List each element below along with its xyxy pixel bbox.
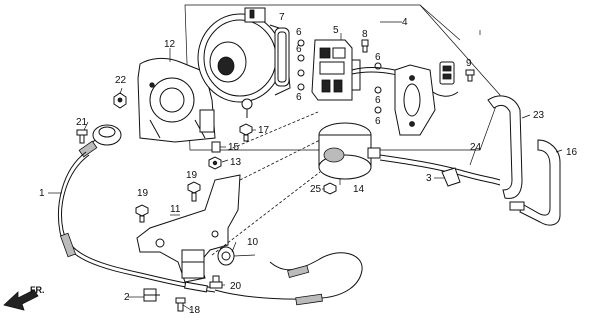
collar-15	[211, 141, 221, 153]
callout-11: 11	[170, 204, 181, 215]
grommet-10	[217, 246, 235, 266]
o-ring-6-column-right	[374, 62, 382, 114]
o-ring-6-column-left	[297, 39, 305, 91]
callout-1: 1	[39, 188, 45, 199]
callout-24: 24	[470, 142, 482, 153]
callout-25: 25	[310, 184, 322, 195]
callout-15: 15	[228, 142, 240, 153]
callout-10: 10	[247, 237, 259, 248]
callout-8: 8	[362, 29, 368, 40]
cable-actuator-diaphragm	[78, 124, 122, 158]
callout-7: 7	[279, 12, 285, 23]
screw-8	[361, 39, 369, 53]
callout-3: 3	[426, 173, 432, 184]
callout-6-a: 6	[296, 27, 302, 38]
callout-22: 22	[115, 75, 127, 86]
callout-17: 17	[258, 125, 270, 136]
bolt-25	[323, 182, 337, 195]
callout-4: 4	[402, 17, 408, 28]
callout-16: 16	[566, 147, 578, 158]
callout-5: 5	[333, 25, 339, 36]
vacuum-hose-16	[509, 139, 561, 226]
front-direction-label: FR.	[30, 285, 45, 295]
callout-2: 2	[124, 292, 130, 303]
nut-22	[113, 92, 127, 109]
vacuum-tank-14	[318, 122, 381, 180]
screw-9	[465, 69, 475, 82]
callout-6-f: 6	[375, 116, 381, 127]
callout-18: 18	[189, 305, 201, 316]
control-cable-1	[57, 151, 363, 306]
vacuum-hose-23	[487, 95, 523, 199]
bolt-19-lower	[135, 204, 149, 223]
callout-20: 20	[230, 281, 242, 292]
nut-13	[208, 156, 222, 170]
callout-6-c: 6	[296, 92, 302, 103]
cable-clip-2	[143, 288, 160, 302]
vacuum-tube-24	[379, 154, 501, 186]
callout-6-d: 6	[375, 52, 381, 63]
callout-14: 14	[353, 184, 365, 195]
bolt-19-upper	[187, 181, 201, 202]
callout-19-lower: 19	[137, 188, 149, 199]
mounting-bracket-11	[136, 174, 241, 283]
solenoid-valve-5	[311, 39, 361, 101]
bolt-17	[239, 123, 253, 142]
electrical-connector	[439, 61, 455, 85]
callout-6-e: 6	[375, 95, 381, 106]
callout-9: 9	[466, 58, 472, 69]
bolt-21	[76, 129, 88, 144]
callout-6-b: 6	[296, 44, 302, 55]
callout-23: 23	[533, 110, 545, 121]
leader-lines	[48, 21, 563, 311]
callout-21: 21	[76, 117, 88, 128]
callout-19-upper: 19	[186, 170, 198, 181]
control-bracket-12	[137, 57, 216, 143]
gasket-7	[274, 27, 290, 87]
callout-13: 13	[230, 157, 242, 168]
front-direction-indicator: FR.	[3, 285, 45, 311]
bolt-20	[209, 275, 223, 289]
bolt-18	[175, 297, 186, 312]
mounting-plate	[394, 64, 436, 136]
vacuum-actuator-unit	[197, 7, 291, 118]
clamp-3	[441, 167, 461, 187]
callout-labels: 1 2 3 4 5 6 6 6 6 6 6 7 8 9 10 11 12 13 …	[39, 12, 578, 316]
front-arrow-icon	[3, 289, 39, 311]
callout-12: 12	[164, 39, 176, 50]
